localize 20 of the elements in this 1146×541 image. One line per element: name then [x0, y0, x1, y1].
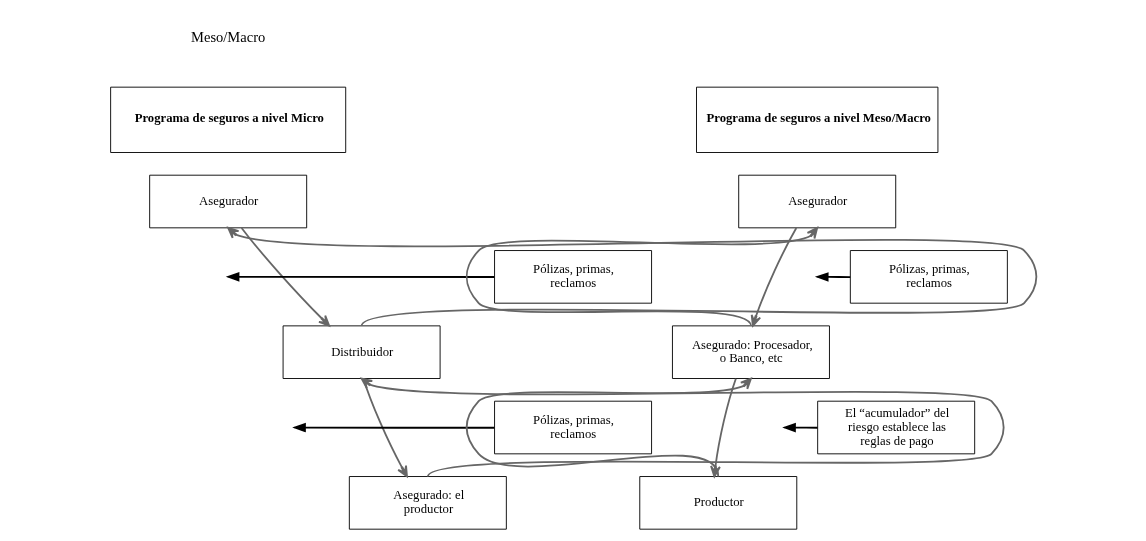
- node-box: Asegurador: [737, 174, 896, 229]
- node-box: Pólizas, primas, reclamos: [493, 400, 652, 455]
- node-box: El “acumulador” del riesgo establece las reglas de pago: [816, 400, 975, 455]
- arrow: [226, 226, 1037, 327]
- node-box: Pólizas, primas, reclamos: [493, 250, 652, 304]
- arrow: [225, 272, 495, 282]
- arrow: [240, 227, 330, 327]
- node-box: Distribuidor: [282, 325, 441, 379]
- node-box: Programa de seguros a nivel Meso/Macro: [695, 86, 938, 153]
- node-box: Programa de seguros a nivel Micro: [109, 86, 346, 153]
- arrow: [465, 226, 818, 327]
- label: Meso/Macro: [190, 28, 265, 45]
- node-box: Asegurador: [148, 174, 307, 229]
- arrow: [814, 272, 851, 282]
- node-box: Asegurado: Procesador, o Banco, etc: [671, 325, 830, 379]
- node-box: Productor: [638, 476, 797, 530]
- arrow: [362, 377, 408, 478]
- node-box: Asegurado: el productor: [348, 476, 507, 530]
- arrow: [750, 227, 797, 327]
- node-box: Pólizas, primas, reclamos: [849, 250, 1008, 304]
